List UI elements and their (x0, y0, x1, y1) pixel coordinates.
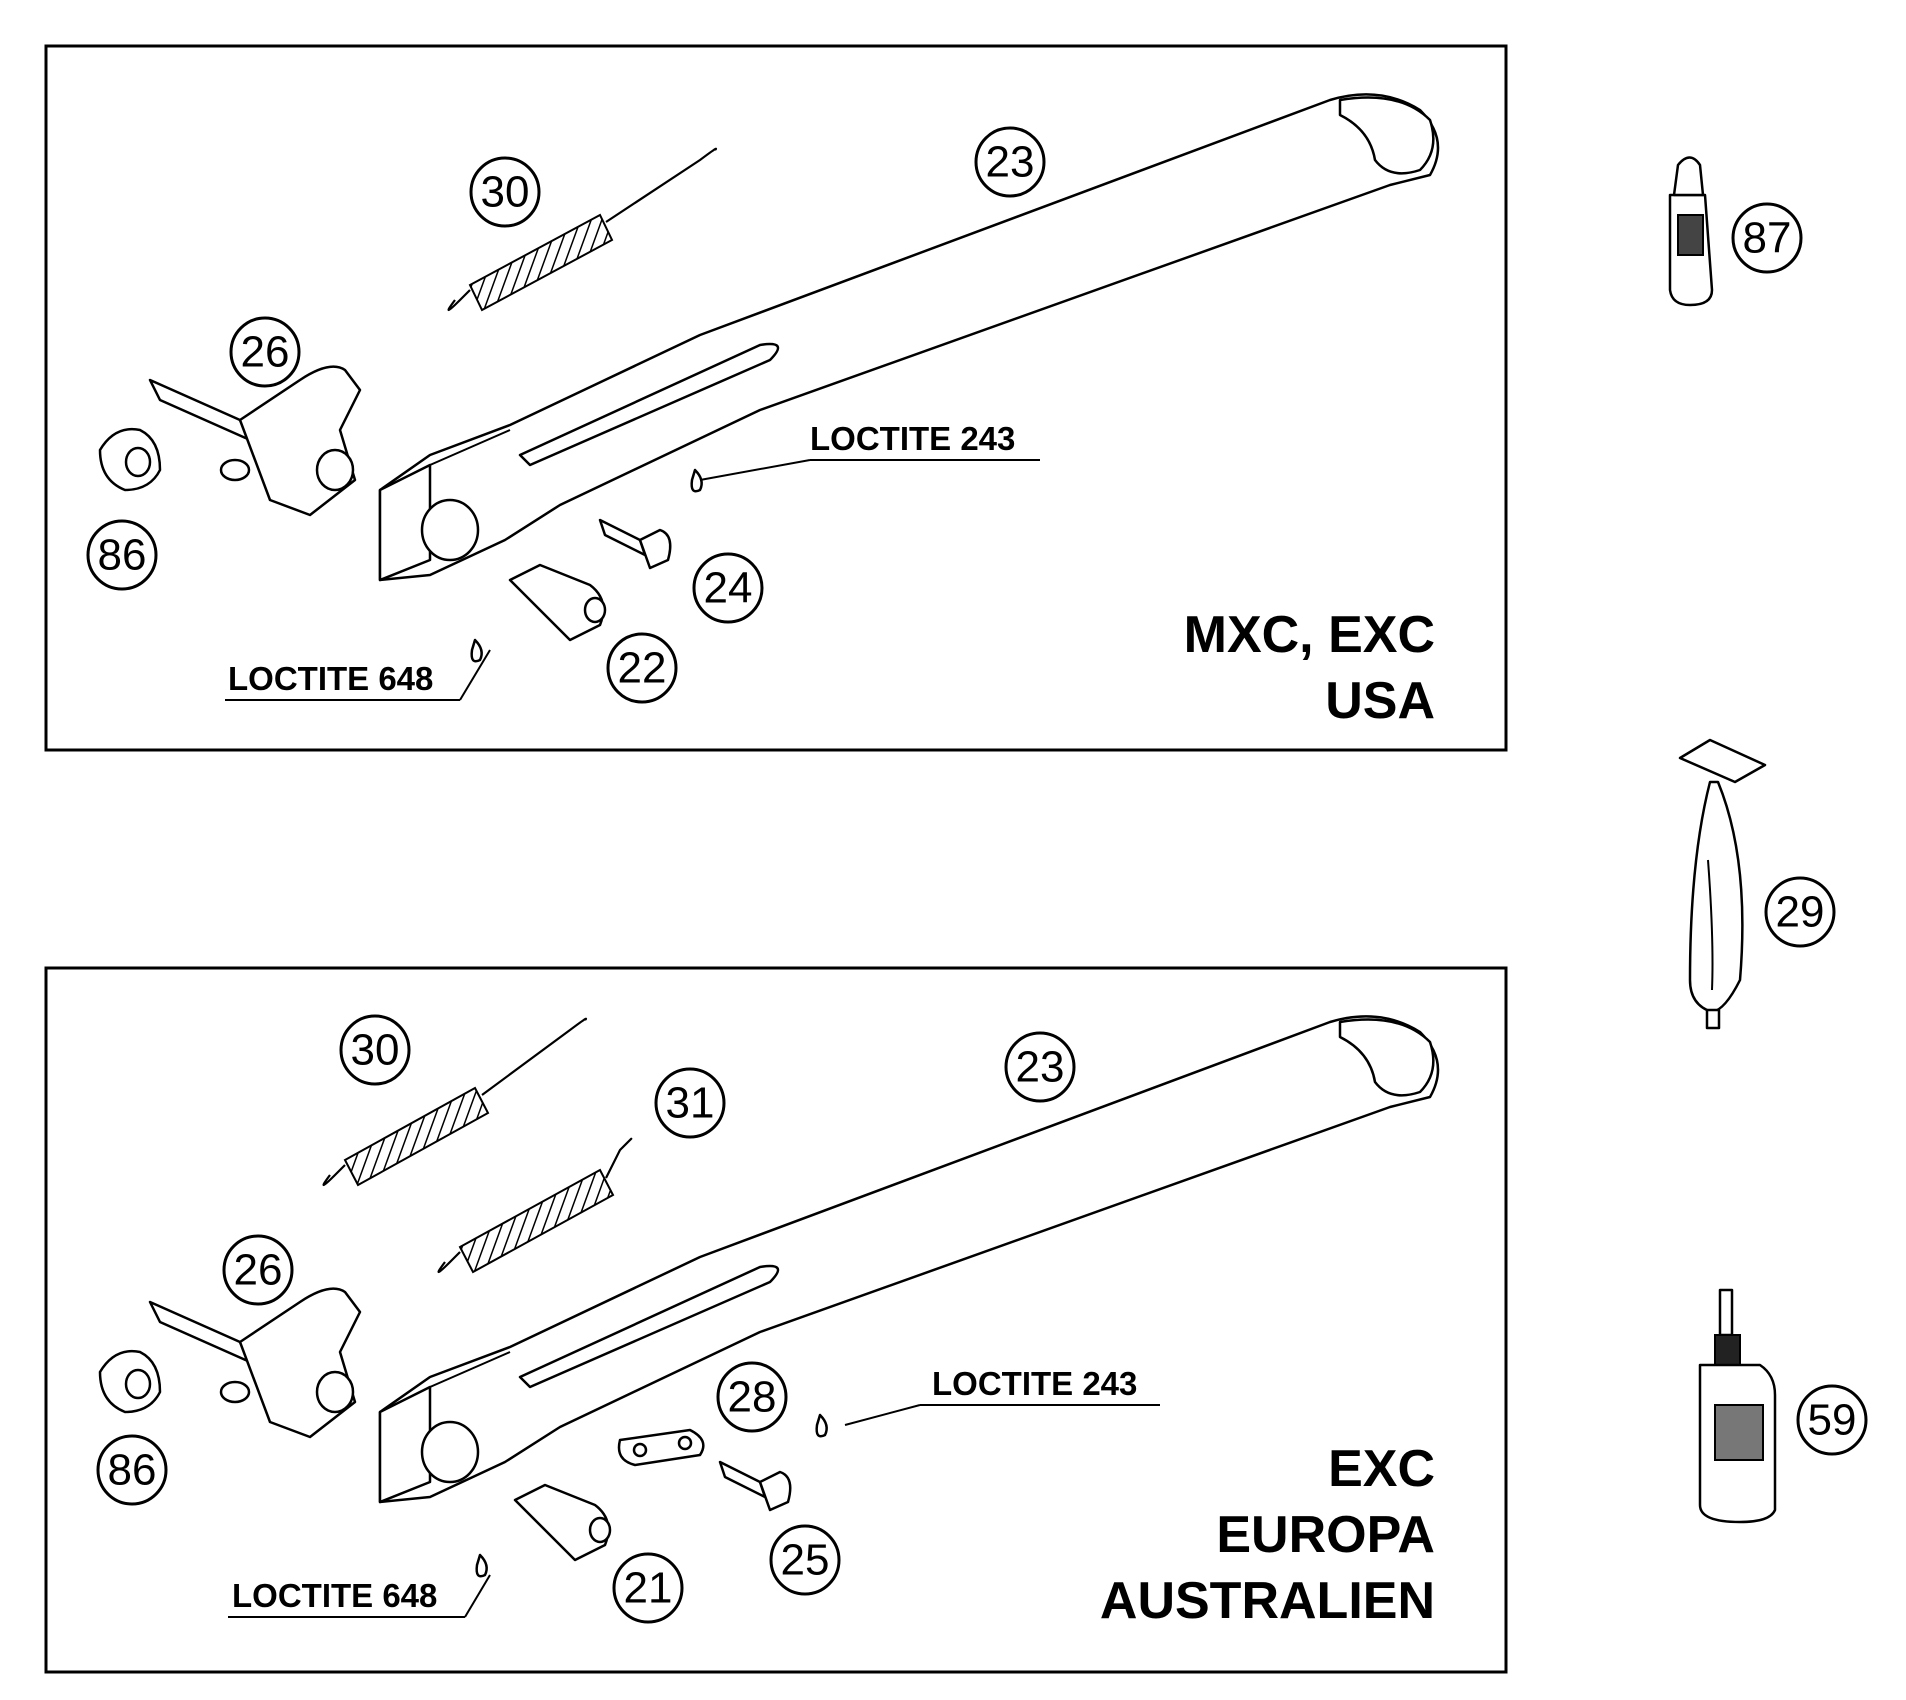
callout-59: 59 (1796, 1384, 1868, 1456)
screw-25 (718, 1413, 828, 1512)
pin-22 (470, 563, 607, 663)
callout-30: 30 (339, 1014, 411, 1086)
callout-26: 26 (229, 316, 301, 388)
loctite-648-label: LOCTITE 648 (232, 1577, 437, 1614)
callout-29: 29 (1764, 876, 1836, 948)
callout-86: 86 (96, 1434, 168, 1506)
callout-23: 23 (974, 126, 1046, 198)
callout-25: 25 (769, 1524, 841, 1596)
svg-text:30: 30 (351, 1026, 400, 1075)
pin-21 (475, 1483, 612, 1578)
panel-frame (44, 44, 1508, 752)
bracket-26 (148, 1287, 362, 1439)
side-stand-leg (378, 1015, 1440, 1504)
callout-30: 30 (469, 156, 541, 228)
svg-text:21: 21 (624, 1564, 673, 1613)
callout-24: 24 (692, 552, 764, 624)
svg-text:30: 30 (481, 168, 530, 217)
svg-text:23: 23 (986, 138, 1035, 187)
svg-text:59: 59 (1808, 1396, 1857, 1445)
model-label-line-2: EUROPA (1216, 1506, 1435, 1564)
screw-24 (598, 468, 703, 570)
svg-text:28: 28 (728, 1373, 777, 1422)
spring-30 (322, 1017, 588, 1187)
model-label-line-3: AUSTRALIEN (1100, 1572, 1435, 1630)
svg-text:86: 86 (98, 531, 147, 580)
callout-22: 22 (606, 632, 678, 704)
svg-text:31: 31 (666, 1079, 715, 1128)
callout-28: 28 (716, 1361, 788, 1433)
svg-text:26: 26 (241, 328, 290, 377)
svg-text:23: 23 (1016, 1043, 1065, 1092)
nut-86 (98, 1349, 162, 1414)
spring-30 (447, 147, 718, 312)
model-label-line-1: EXC (1328, 1440, 1435, 1498)
callout-86: 86 (86, 519, 158, 591)
loctite-243-label: LOCTITE 243 (932, 1365, 1137, 1402)
accessory-87: 87 (1668, 156, 1803, 307)
panel-mxc-exc-usa: LOCTITE 243 LOCTITE 648 MXC, EXC USA 23 … (44, 44, 1508, 752)
svg-text:26: 26 (234, 1246, 283, 1295)
panel-exc-europa-australien: LOCTITE 243 LOCTITE 648 EXC EUROPA AUSTR… (44, 966, 1508, 1674)
model-label-line-2: USA (1325, 672, 1435, 730)
side-stand-leg (378, 93, 1440, 582)
callout-26: 26 (222, 1234, 294, 1306)
model-label-line-1: MXC, EXC (1184, 606, 1435, 664)
svg-text:86: 86 (108, 1446, 157, 1495)
plate-28 (617, 1428, 705, 1467)
nut-86 (98, 427, 162, 492)
accessory-59: 59 (1698, 1288, 1868, 1524)
svg-text:87: 87 (1743, 214, 1792, 263)
callout-31: 31 (654, 1067, 726, 1139)
loctite-243-label: LOCTITE 243 (810, 420, 1015, 457)
svg-text:25: 25 (781, 1536, 830, 1585)
loctite-648-label: LOCTITE 648 (228, 660, 433, 697)
accessory-29: 29 (1678, 738, 1836, 1030)
svg-text:29: 29 (1776, 888, 1825, 937)
panel-frame (44, 966, 1508, 1674)
spring-31 (437, 1137, 633, 1274)
callout-23: 23 (1004, 1031, 1076, 1103)
svg-text:22: 22 (618, 644, 667, 693)
callout-21: 21 (612, 1552, 684, 1624)
svg-text:24: 24 (704, 564, 753, 613)
bracket-26 (148, 365, 362, 517)
callout-87: 87 (1731, 202, 1803, 274)
